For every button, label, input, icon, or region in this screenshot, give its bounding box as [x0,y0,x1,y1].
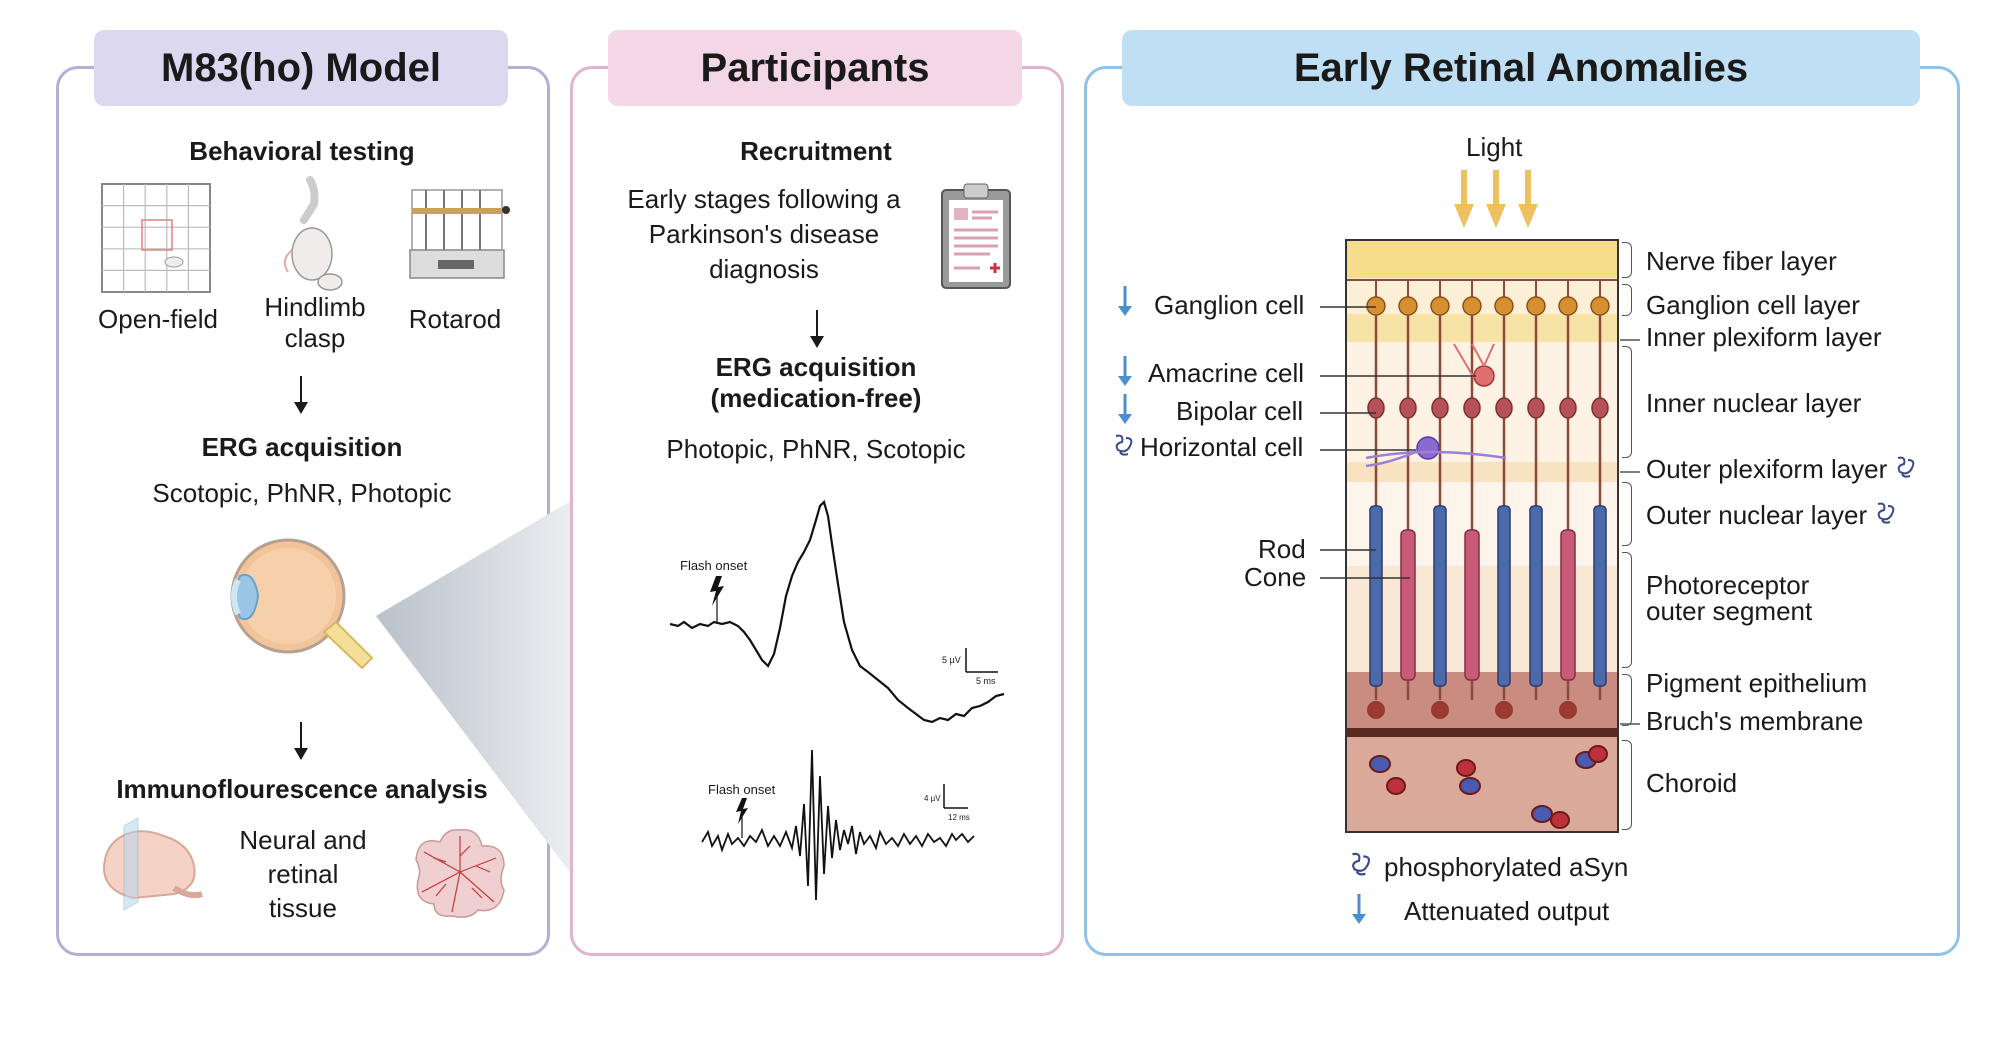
tissue-label: Neural and retinal tissue [239,825,367,923]
down-arrow-icon [1352,894,1366,924]
down-arrow-icon [1118,286,1132,316]
flash-onset-label-2: Flash onset [708,782,776,797]
layer-ganglion-cell: Ganglion cell layer [1646,290,1860,320]
layer-nerve-fiber: Nerve fiber layer [1646,246,1837,276]
participants-erg-heading: ERG acquisition (medication-free) [710,352,922,414]
brain-section-icon [102,817,203,911]
eye-icon [230,538,374,670]
layer-bracket [1622,674,1632,726]
layer-bracket [1622,346,1632,458]
bipolar-cell-label: Bipolar cell [1176,396,1304,426]
legend-asyn-label: phosphorylated aSyn [1384,852,1629,882]
down-arrow-icon [1118,394,1132,424]
open-field-label: Open-field [98,304,218,334]
layer-choroid: Choroid [1646,768,1738,798]
layer-bracket [1622,284,1632,316]
layer-bracket [1622,552,1632,668]
retina-layers-diagram [1345,239,1619,833]
layer-inner-nuclear: Inner nuclear layer [1646,388,1862,418]
rotarod-label: Rotarod [408,304,502,334]
down-arrow-icon [294,722,308,760]
leader-line [1320,549,1376,551]
erg-trace-photopic [669,499,1005,724]
asyn-icon [1877,502,1895,524]
amacrine-cell-label: Amacrine cell [1148,358,1305,388]
layer-bracket [1622,482,1632,546]
participants-erg-modes: Photopic, PhNR, Scotopic [666,434,966,464]
layer-bruchs-membrane: Bruch's membrane [1646,706,1864,736]
leader-line [1320,412,1376,414]
recruitment-heading: Recruitment [740,136,892,166]
layer-inner-plexiform: Inner plexiform layer [1646,322,1882,352]
scale-voltage-label-1: 5 µV [942,655,961,665]
retina-panel-title: Early Retinal Anomalies [1122,30,1920,106]
rotarod-icon [409,189,510,279]
layer-photoreceptor-outer-segment: Photoreceptor outer segment [1646,570,1813,626]
asyn-icon [1897,456,1915,478]
retina-flatmount-icon [415,829,505,918]
hindlimb-clasp-label: Hindlimb clasp [264,292,366,354]
light-arrows [1454,170,1538,228]
ganglion-cell-label: Ganglion cell [1154,290,1305,320]
leader-line [1320,375,1476,377]
leader-line [1320,306,1376,308]
cone-label: Cone [1244,562,1307,592]
flash-onset-label-1: Flash onset [680,558,748,573]
asyn-icon [1115,434,1133,456]
down-arrow-icon [1118,356,1132,386]
model-erg-heading: ERG acquisition [201,432,403,462]
scale-time-label-2: 12 ms [948,813,970,822]
leader-line [1620,471,1640,473]
lightning-icon [710,576,724,606]
behavioral-testing-heading: Behavioral testing [189,136,415,166]
lightning-icon [736,798,748,824]
legend-attenuated-label: Attenuated output [1404,896,1610,926]
recruitment-text: Early stages following a Parkinson's dis… [627,184,901,285]
mouse-hindlimb-icon [283,176,343,291]
model-erg-modes: Scotopic, PhNR, Photopic [152,478,452,508]
immuno-heading: Immunoflourescence analysis [116,774,488,804]
down-arrow-icon [810,310,824,348]
layer-outer-plexiform: Outer plexiform layer [1646,454,1888,484]
clipboard-icon [941,183,1011,289]
layer-bracket [1622,242,1632,278]
layer-bracket [1622,740,1632,830]
model-panel-title: M83(ho) Model [94,30,508,106]
erg-trace-phnr [701,749,975,901]
leader-line [1620,723,1640,725]
layer-pigment-epithelium: Pigment epithelium [1646,668,1868,698]
down-arrow-icon [294,376,308,414]
layer-outer-nuclear: Outer nuclear layer [1646,500,1868,530]
participants-panel-title: Participants [608,30,1022,106]
leader-line [1320,449,1416,451]
scale-time-label-1: 5 ms [976,676,996,686]
scale-voltage-label-2: 4 µV [924,794,941,803]
rod-label: Rod [1258,534,1306,564]
leader-line [1320,577,1410,579]
asyn-icon [1352,852,1371,876]
leader-line [1620,339,1640,341]
horizontal-cell-label: Horizontal cell [1140,432,1304,462]
open-field-icon [101,183,211,293]
eye-magnification-cone [376,480,606,920]
light-label: Light [1466,132,1523,162]
